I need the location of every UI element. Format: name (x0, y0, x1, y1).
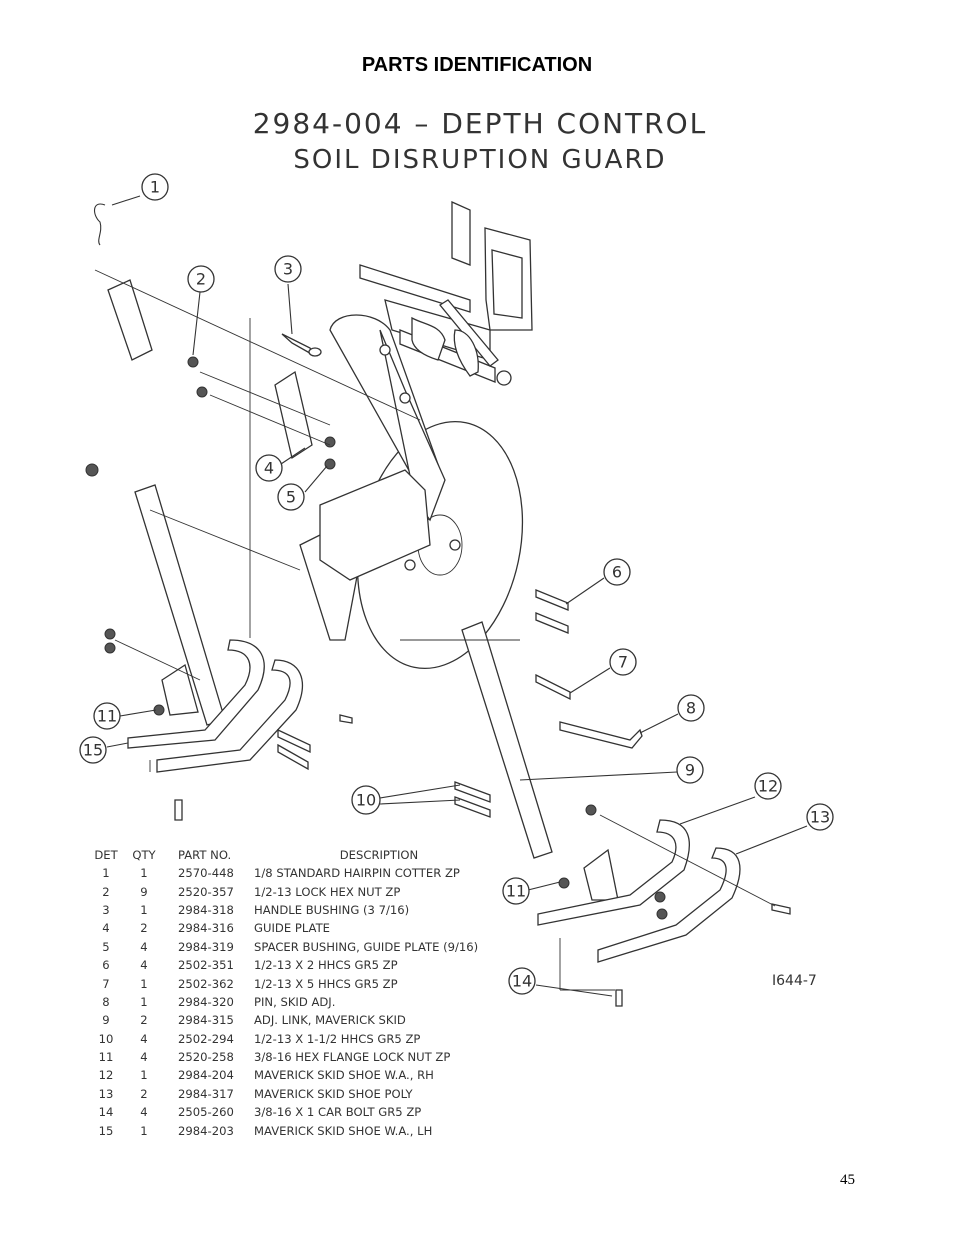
callout-3: 3 (274, 255, 302, 283)
svg-text:9: 9 (685, 761, 695, 780)
adj-link-right-drawing (461, 621, 553, 859)
svg-text:1: 1 (150, 178, 160, 197)
skid-shoe-right-drawing (454, 781, 791, 1007)
guide-plate-drawing (107, 279, 153, 361)
assembly-guide-lines (94, 269, 776, 991)
leader-lines (106, 195, 808, 997)
callout-5: 5 (277, 483, 305, 511)
parts-table-header: DET QTY PART NO. DESCRIPTION (88, 846, 544, 864)
arm-assembly-drawing (299, 314, 461, 641)
section-title: PARTS IDENTIFICATION (361, 54, 593, 76)
callout-8: 8 (677, 694, 705, 722)
svg-text:11: 11 (97, 707, 117, 726)
svg-text:14: 14 (512, 972, 532, 991)
svg-text:5: 5 (286, 488, 296, 507)
callout-13: 13 (806, 803, 834, 831)
svg-text:13: 13 (810, 808, 830, 827)
guide-plate-4-drawing (274, 370, 313, 460)
header-description: DESCRIPTION (339, 848, 419, 862)
header-qty: QTY (132, 848, 156, 862)
svg-text:4: 4 (264, 459, 274, 478)
callout-1: 1 (141, 173, 169, 201)
skid-shoe-left-drawing (127, 639, 353, 821)
callout-14: 14 (508, 967, 536, 995)
callout-4: 4 (255, 454, 283, 482)
callout-15: 15 (79, 736, 107, 764)
drawing-title-line1: 2984-004 – DEPTH CONTROL (252, 107, 708, 140)
callout-7: 7 (609, 648, 637, 676)
svg-text:2: 2 (196, 270, 206, 289)
header-det: DET (94, 848, 118, 862)
mounting-bracket-drawing (359, 200, 533, 386)
drawing-number: I644-7 (772, 973, 817, 989)
callout-12: 12 (754, 772, 782, 800)
svg-text:8: 8 (686, 699, 696, 718)
svg-text:10: 10 (356, 791, 376, 810)
callout-11-left: 11 (93, 702, 121, 730)
callout-11-right: 11 (502, 877, 530, 905)
lock-nuts-drawing (85, 356, 668, 920)
svg-text:6: 6 (612, 563, 622, 582)
handle-bushing-drawing (281, 333, 322, 357)
callout-9: 9 (676, 756, 704, 784)
svg-text:11: 11 (506, 882, 526, 901)
hairpin-cotter-drawing (94, 203, 106, 246)
bolts-drawing (535, 589, 643, 749)
svg-text:3: 3 (283, 260, 293, 279)
exploded-parts-diagram: 1 2 3 4 5 6 7 8 9 10 11 11 12 13 14 15 (79, 173, 834, 1007)
svg-text:15: 15 (83, 741, 103, 760)
header-part-no: PART NO. (178, 848, 232, 862)
page-number: 45 (840, 1172, 855, 1188)
callout-10: 10 (351, 785, 381, 815)
drawing-title-line2: SOIL DISRUPTION GUARD (293, 145, 667, 175)
svg-text:7: 7 (618, 653, 628, 672)
callout-2: 2 (187, 265, 215, 293)
svg-text:12: 12 (758, 777, 778, 796)
callout-6: 6 (603, 558, 631, 586)
